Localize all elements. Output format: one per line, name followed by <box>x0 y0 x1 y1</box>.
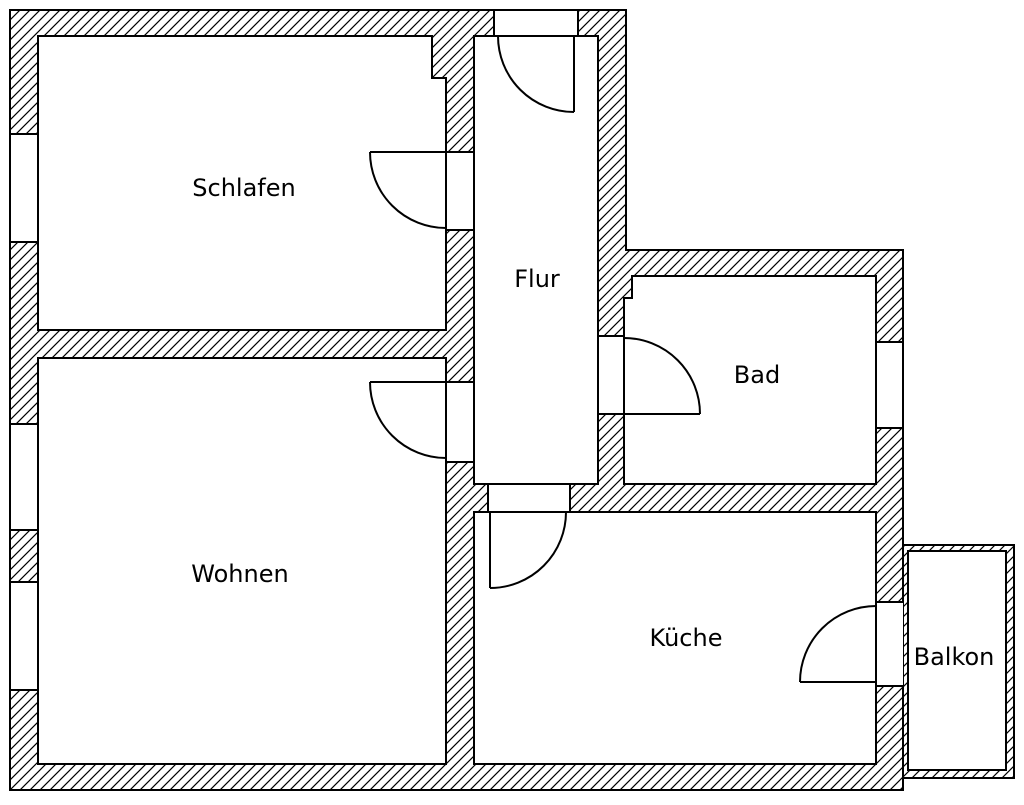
label-schlafen: Schlafen <box>192 174 295 202</box>
window-wohnen-lower <box>11 582 37 690</box>
door-wohnen <box>369 381 474 463</box>
door-kueche <box>487 484 571 589</box>
label-balkon: Balkon <box>914 643 995 671</box>
windows <box>10 133 903 691</box>
door-schlafen <box>369 151 474 231</box>
label-flur: Flur <box>514 265 560 293</box>
doors <box>369 10 903 687</box>
label-bad: Bad <box>734 361 780 389</box>
label-kueche: Küche <box>650 624 723 652</box>
door-entrance <box>493 10 579 113</box>
door-bad <box>598 335 701 415</box>
door-balkon <box>799 601 903 687</box>
window-wohnen-upper <box>11 424 37 530</box>
label-wohnen: Wohnen <box>191 560 288 588</box>
window-schlafen <box>11 134 37 242</box>
balcony-structure <box>902 544 1015 779</box>
window-bad <box>877 342 902 428</box>
